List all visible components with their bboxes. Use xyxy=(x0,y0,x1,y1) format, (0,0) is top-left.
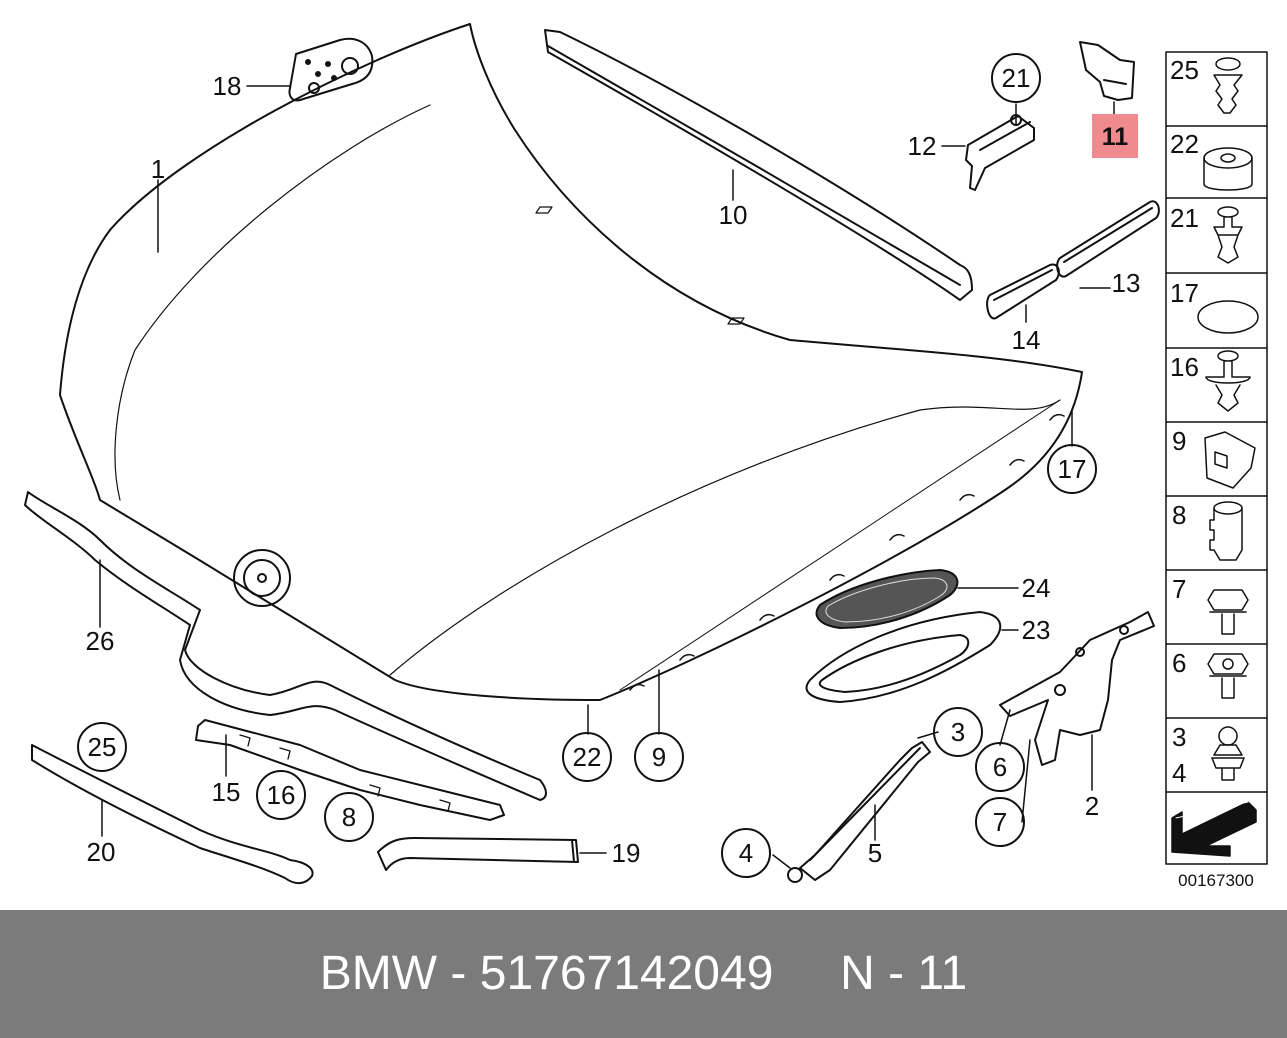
clip-21-icon xyxy=(1213,206,1243,264)
side-label-8: 8 xyxy=(1172,500,1186,530)
callout-10: 10 xyxy=(719,200,748,230)
side-label-21: 21 xyxy=(1170,203,1199,233)
clip-25-icon xyxy=(1213,57,1243,114)
callout-12: 12 xyxy=(908,131,937,161)
callout-15: 15 xyxy=(212,777,241,807)
callout-14: 14 xyxy=(1012,325,1041,355)
callout-21: 21 xyxy=(1002,63,1031,93)
hinge-2 xyxy=(999,611,1155,766)
frame-23 xyxy=(805,611,1002,703)
bracket-12 xyxy=(965,114,1035,191)
callout-17: 17 xyxy=(1058,454,1087,484)
arrow-icon xyxy=(1171,801,1257,857)
side-label-17: 17 xyxy=(1170,278,1199,308)
side-label-4: 4 xyxy=(1172,758,1186,788)
clip-9-icon xyxy=(1204,431,1256,489)
footer-bar: BMW - 51767142049 N - 11 xyxy=(0,910,1287,1038)
callout-24: 24 xyxy=(1022,573,1051,603)
clip-11 xyxy=(1079,41,1135,101)
seal-14 xyxy=(986,263,1060,320)
callout-23: 23 xyxy=(1022,615,1051,645)
plate-18 xyxy=(288,37,374,102)
parts-diagram: 1 2 3 4 5 6 7 8 9 10 11 12 13 14 15 16 1… xyxy=(24,23,1268,890)
callout-5: 5 xyxy=(868,838,882,868)
callout-4: 4 xyxy=(739,838,753,868)
side-label-22: 22 xyxy=(1170,129,1199,159)
side-label-9: 9 xyxy=(1172,426,1186,456)
buffer-8-icon xyxy=(1209,501,1243,561)
grille-24 xyxy=(815,569,959,629)
seal-26 xyxy=(24,491,547,801)
hood-panel xyxy=(59,23,1083,701)
strut-5 xyxy=(787,741,931,883)
seal-strip-10 xyxy=(544,29,973,301)
callout-13: 13 xyxy=(1112,268,1141,298)
seal-20 xyxy=(31,744,314,884)
rod-19 xyxy=(377,837,579,871)
image-number: 00167300 xyxy=(1178,871,1254,890)
side-label-3: 3 xyxy=(1172,722,1186,752)
callout-19: 19 xyxy=(612,838,641,868)
callout-7: 7 xyxy=(993,807,1007,837)
callout-25: 25 xyxy=(88,732,117,762)
callout-11: 11 xyxy=(1102,123,1129,151)
callout-9: 9 xyxy=(652,742,666,772)
callout-2: 2 xyxy=(1085,791,1099,821)
plug-17-icon xyxy=(1197,300,1259,334)
side-label-16: 16 xyxy=(1170,352,1199,382)
callout-1: 1 xyxy=(151,154,165,184)
side-label-7: 7 xyxy=(1172,574,1186,604)
callout-18: 18 xyxy=(213,71,242,101)
side-label-25: 25 xyxy=(1170,55,1199,85)
highlight-11 xyxy=(1092,114,1138,158)
ball-stud-3-icon xyxy=(1211,726,1245,781)
side-label-6: 6 xyxy=(1172,648,1186,678)
nut-22-icon xyxy=(1203,147,1253,191)
callout-8: 8 xyxy=(342,802,356,832)
callout-16: 16 xyxy=(267,780,296,810)
seal-13 xyxy=(1056,200,1160,278)
rail-15 xyxy=(195,719,505,821)
bolt-6-icon xyxy=(1207,653,1249,699)
bolt-7-icon xyxy=(1207,589,1249,635)
callout-6: 6 xyxy=(993,752,1007,782)
clip-16-icon xyxy=(1205,350,1251,412)
callout-20: 20 xyxy=(87,837,116,867)
callout-22: 22 xyxy=(573,742,602,772)
part-number-caption: BMW - 51767142049 N - 11 xyxy=(319,947,968,1000)
callout-26: 26 xyxy=(86,626,115,656)
callout-3: 3 xyxy=(951,717,965,747)
